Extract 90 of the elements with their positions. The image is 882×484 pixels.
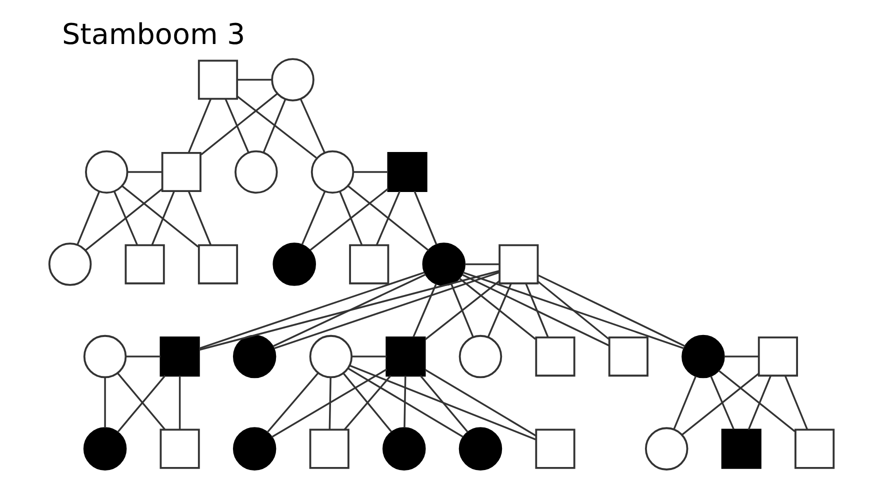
connector (349, 364, 536, 440)
connector (198, 272, 424, 350)
connector (236, 78, 272, 81)
connector (113, 191, 138, 246)
node-circle (310, 150, 354, 194)
connector (262, 99, 286, 153)
node-circle (272, 242, 316, 286)
connector (104, 377, 106, 428)
node-box (348, 244, 389, 284)
connector (309, 188, 388, 251)
connector (127, 171, 162, 173)
node-circle (48, 242, 92, 286)
connector (84, 188, 162, 251)
node-circle (82, 427, 126, 470)
connector (200, 93, 278, 156)
node-circle (644, 427, 688, 470)
connector (419, 375, 468, 433)
node-box (197, 244, 238, 284)
connector (710, 376, 734, 430)
connector (198, 270, 500, 351)
node-circle (458, 427, 502, 470)
connector (346, 185, 429, 252)
node-box (757, 336, 798, 377)
connector (121, 185, 198, 248)
connector (347, 368, 463, 438)
connector (76, 191, 100, 245)
connector (126, 356, 160, 358)
node-circle (681, 334, 724, 378)
node-box (720, 428, 761, 469)
connector (187, 98, 212, 154)
connector (462, 272, 684, 350)
connector (464, 263, 499, 266)
node-box (498, 244, 538, 284)
node-box (385, 336, 426, 377)
node-box (794, 428, 834, 469)
connector (338, 191, 362, 245)
connector (524, 283, 548, 338)
node-circle (82, 334, 126, 378)
connector (266, 372, 318, 433)
connector (272, 274, 426, 348)
node-circle (84, 150, 128, 194)
connector (681, 372, 759, 436)
node-circle (458, 334, 502, 378)
connector (784, 375, 808, 430)
connector (672, 376, 696, 430)
connector (450, 284, 474, 338)
node-circle (270, 58, 314, 102)
connector (187, 190, 212, 246)
connector (224, 98, 249, 153)
node-box (124, 244, 164, 284)
connector (458, 278, 536, 340)
connector (413, 190, 437, 245)
connector (299, 98, 325, 154)
connector (536, 280, 609, 340)
connector (273, 272, 499, 350)
connector (328, 377, 331, 430)
node-circle (382, 427, 426, 470)
connector (424, 280, 500, 340)
node-box (534, 336, 575, 377)
connector (300, 191, 326, 246)
connector (412, 284, 436, 338)
connector (150, 190, 174, 246)
connector (424, 369, 536, 436)
node-circle (422, 242, 466, 286)
node-box (608, 336, 648, 377)
node-box (160, 152, 201, 192)
connector (724, 356, 758, 358)
node-box (308, 428, 349, 469)
diagram-title: Stamboom 3 (61, 16, 245, 51)
node-circle (308, 334, 352, 378)
connector (375, 190, 400, 246)
connector (403, 376, 406, 428)
connector (353, 171, 388, 173)
node-box (197, 60, 238, 100)
connector (486, 283, 512, 338)
connector (538, 274, 686, 348)
connector (351, 356, 386, 358)
connector (718, 370, 795, 432)
node-circle (232, 427, 276, 470)
node-box (386, 152, 427, 192)
connector (747, 375, 772, 430)
node-circle (232, 334, 276, 378)
connector (270, 368, 387, 438)
node-box (534, 428, 575, 469)
connector (236, 96, 316, 159)
node-circle (234, 150, 278, 194)
connector (461, 274, 609, 346)
node-box (159, 336, 200, 377)
node-box (159, 428, 200, 469)
connector (178, 376, 180, 430)
